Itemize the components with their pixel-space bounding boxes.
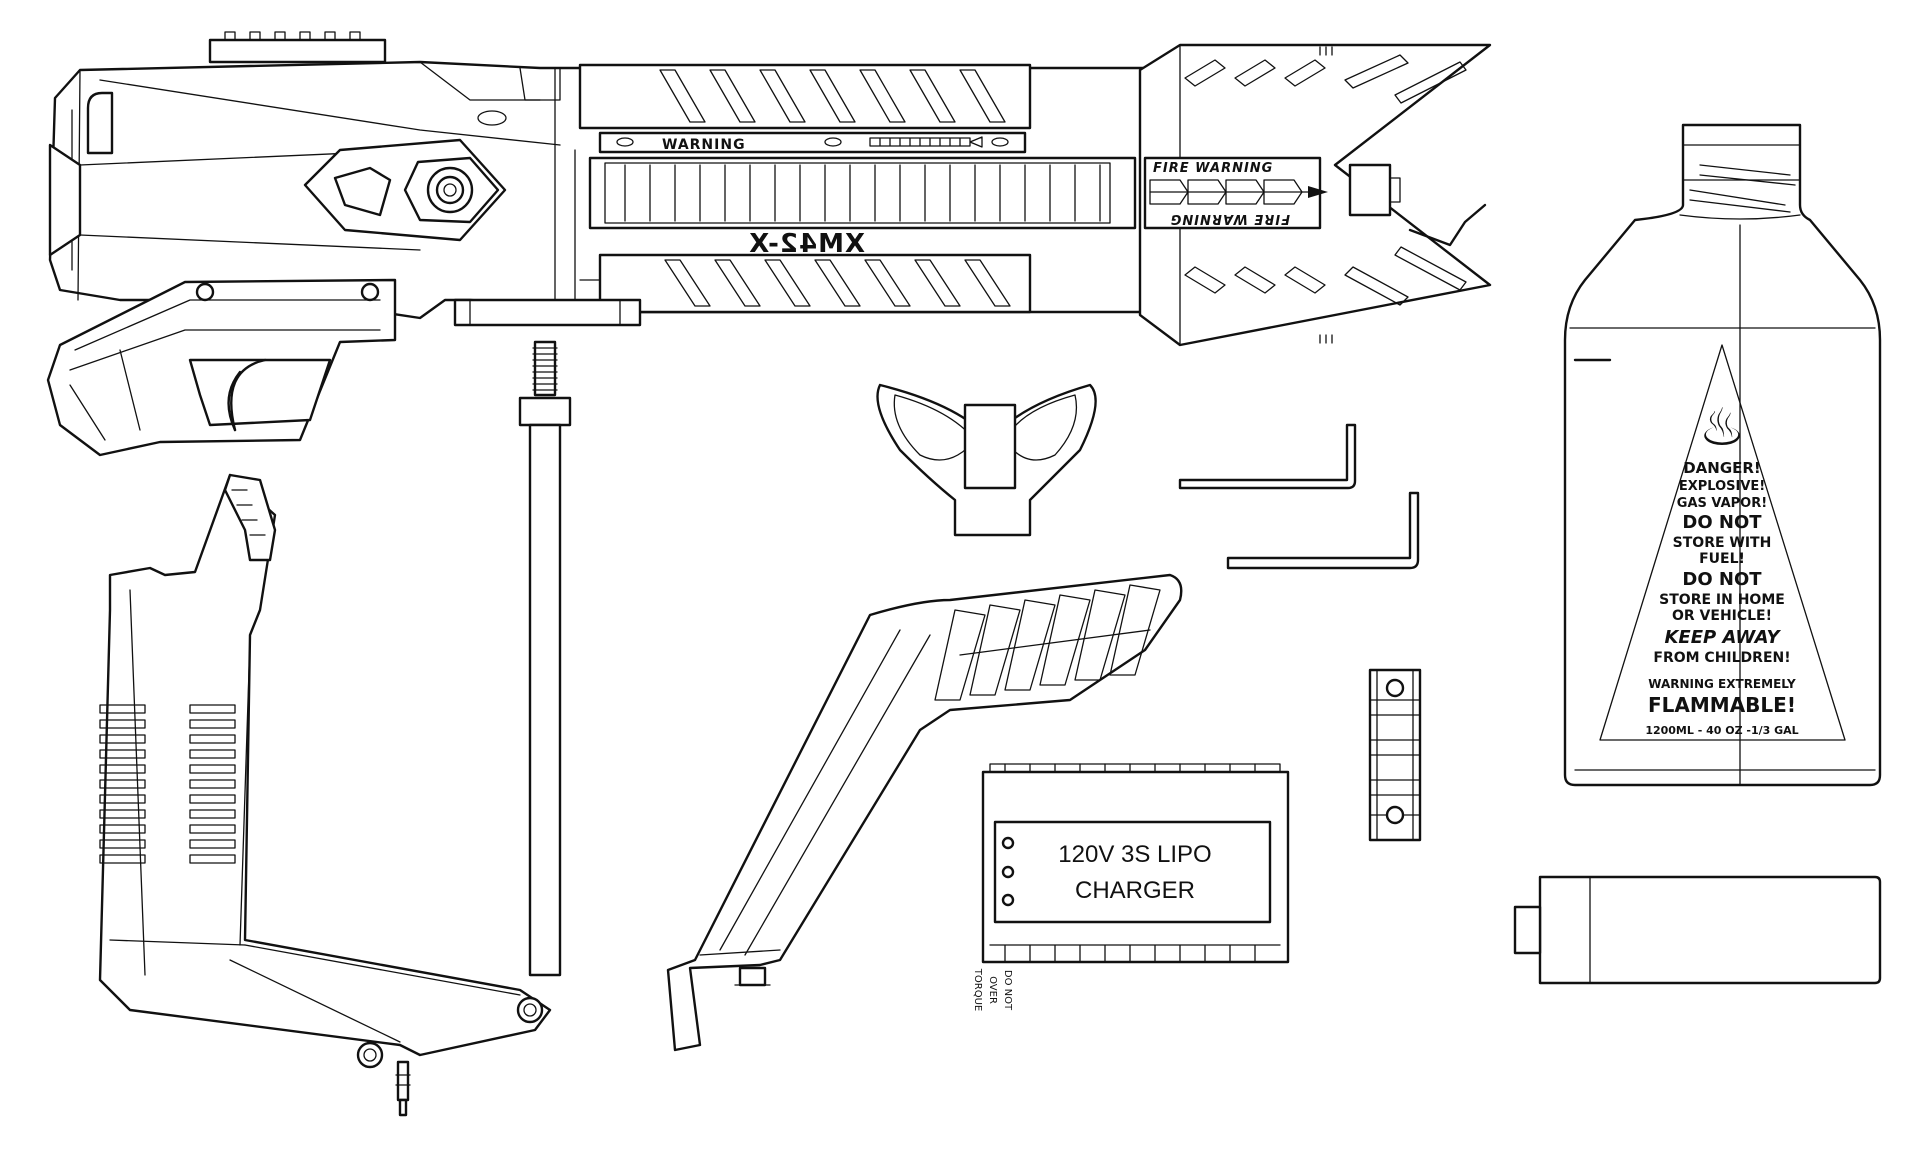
muzzle-shroud: FIRE WARNING FIRE WARNING: [1138, 43, 1492, 347]
torque-line1: DO NOT: [1002, 970, 1013, 1011]
bottle-line-1: DANGER!: [1683, 459, 1761, 477]
bottle-line-7: DO NOT: [1682, 569, 1762, 590]
warning-label: WARNING: [662, 137, 746, 153]
torque-key: DO NOT OVER TORQUE: [876, 383, 1097, 1011]
launcher-body: WARNING XM42-X: [48, 31, 1167, 327]
bottle-line-13: FLAMMABLE!: [1648, 693, 1796, 717]
hex-key-small: [1178, 423, 1357, 490]
bottle-line-2: EXPLOSIVE!: [1679, 479, 1765, 494]
battery-capsule: [1513, 875, 1882, 985]
bottle-line-14: 1200ML - 40 OZ -1/3 GAL: [1645, 724, 1798, 737]
charger-line2: CHARGER: [1075, 877, 1195, 904]
charger-line1: 120V 3S LIPO: [1058, 841, 1211, 868]
fuel-bottle: ♨ DANGER! EXPLOSIVE! GAS VAPOR! DO NOT S…: [1563, 123, 1882, 787]
bottle-line-9: OR VEHICLE!: [1672, 608, 1772, 624]
bottle-line-10: KEEP AWAY: [1664, 627, 1781, 648]
charger: 120V 3S LIPO CHARGER: [981, 763, 1290, 964]
upper-vent-slots: [659, 69, 1006, 123]
rail-section: [1368, 668, 1422, 842]
bottle-line-5: STORE WITH: [1673, 535, 1772, 551]
bottle-line-3: GAS VAPOR!: [1677, 496, 1767, 511]
bottle-line-4: DO NOT: [1682, 512, 1762, 533]
pistol-grip: [98, 473, 552, 1117]
flame-icon: ♨: [1699, 398, 1746, 458]
hex-key-large: [1226, 491, 1420, 570]
fire-warning-top: FIRE WARNING: [1153, 161, 1273, 176]
bottle-line-12: WARNING EXTREMELY: [1648, 677, 1796, 691]
lower-vent-slots: [664, 259, 1011, 307]
torque-line3: TORQUE: [972, 968, 983, 1011]
top-rail: [208, 31, 387, 64]
fire-warning-bottom: FIRE WARNING: [1170, 211, 1290, 226]
bottle-line-8: STORE IN HOME: [1659, 592, 1785, 608]
trigger-grip: [46, 278, 397, 457]
torque-line2: OVER: [987, 976, 998, 1004]
stock: [666, 573, 1183, 1052]
threaded-rod: [518, 340, 572, 977]
bottle-line-11: FROM CHILDREN!: [1653, 650, 1790, 666]
bottle-line-6: FUEL!: [1699, 551, 1745, 567]
